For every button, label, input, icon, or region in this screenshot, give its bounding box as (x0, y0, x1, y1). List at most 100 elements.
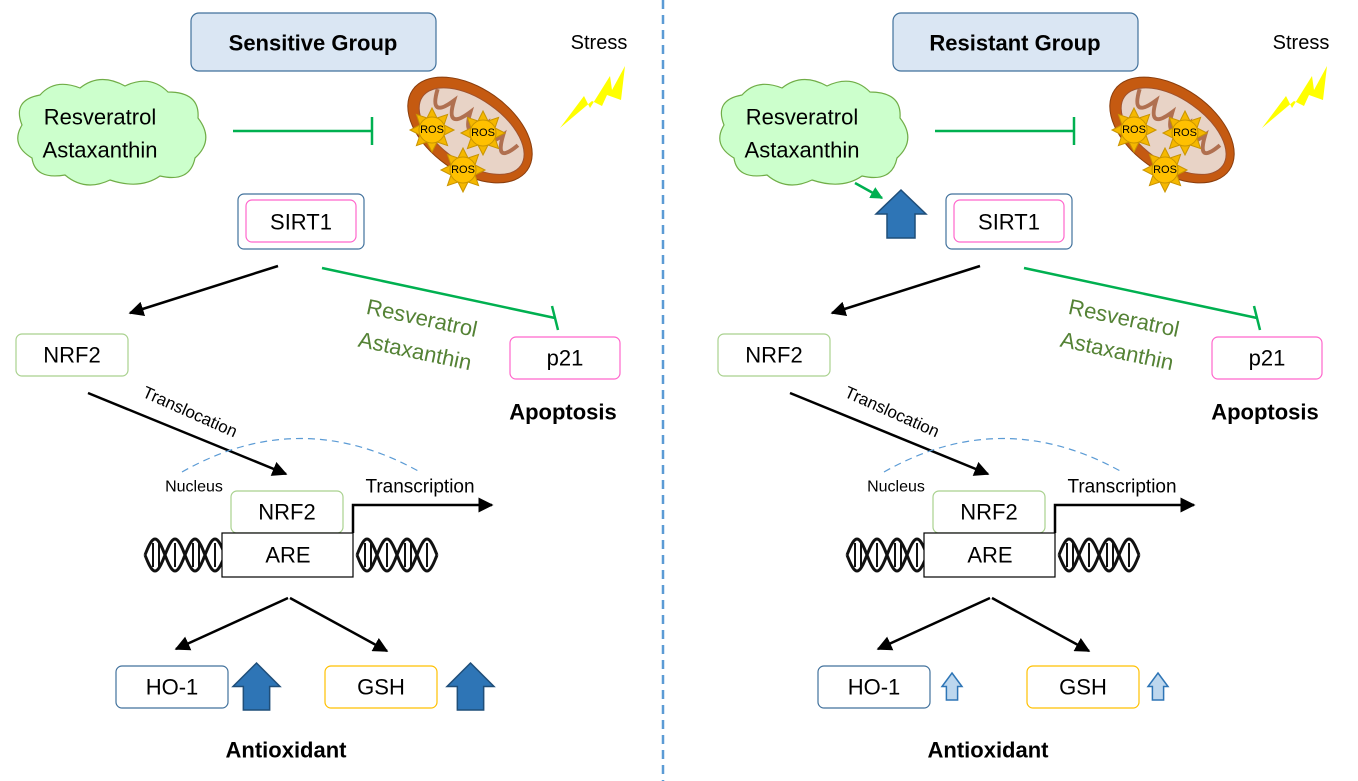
transcription-label: Transcription (1067, 477, 1176, 498)
ros-core (1171, 119, 1199, 147)
are-label: ARE (967, 543, 1012, 568)
nrf2-box (15, 333, 129, 377)
gsh-box (324, 665, 438, 709)
ho1-up-arrow-icon (940, 671, 964, 701)
are-to-ho1-arrow (174, 596, 289, 651)
resistant-group-panel: Resistant Group StressResveratrolAstaxant… (717, 12, 1330, 763)
p21-inhibition-bar (550, 305, 560, 331)
transcription-arrow (351, 497, 494, 533)
cloud-label-resveratrol: Resveratrol (44, 105, 156, 130)
gsh-up-arrow-icon (1146, 671, 1170, 701)
sirt1-up-arrow-icon (874, 188, 928, 239)
group-title: Sensitive Group (229, 31, 398, 56)
are-box (221, 532, 354, 578)
dna-helix-right-icon (355, 537, 439, 573)
lightning-bolt-icon (560, 66, 625, 128)
ros-label: ROS (451, 164, 475, 176)
ros-label: ROS (1173, 127, 1197, 139)
are-label: ARE (265, 543, 310, 568)
dna-strand (355, 537, 439, 573)
ros-core (1120, 116, 1148, 144)
ros-core (449, 156, 477, 184)
sirt1-label: SIRT1 (978, 210, 1040, 235)
stress-label: Stress (1273, 32, 1330, 54)
nucleus-membrane (883, 438, 1123, 473)
translocation-arrow (87, 391, 288, 476)
dna-helix-left-icon (845, 537, 929, 573)
nuclear-nrf2-label: NRF2 (258, 500, 315, 525)
translocation-label: Translocation (140, 383, 240, 442)
sensitive-group-panel: Sensitive Group StressResveratrolAstaxant… (15, 12, 628, 763)
ho1-box (115, 665, 229, 709)
dna-helix-right-icon (1057, 537, 1141, 573)
cloud-label-resveratrol: Resveratrol (746, 105, 858, 130)
nucleus-label: Nucleus (867, 479, 925, 496)
nuclear-nrf2-label: NRF2 (960, 500, 1017, 525)
compound-cloud (719, 78, 909, 186)
translocation-arrow (789, 391, 990, 476)
compound-cloud (17, 78, 207, 186)
transcription-arrow (1053, 497, 1196, 533)
activation-arrow (854, 181, 884, 200)
apoptosis-label: Apoptosis (1211, 400, 1319, 425)
dna-strand (845, 537, 929, 573)
cloud-label-astaxanthin: Astaxanthin (43, 138, 158, 163)
nrf2-box (717, 333, 831, 377)
p21-box (509, 336, 621, 380)
p21-inhibition-line (1023, 266, 1258, 320)
sirt1-box (953, 199, 1065, 243)
p21-label: p21 (1249, 346, 1286, 371)
gsh-label: GSH (1059, 675, 1107, 700)
group-title: Resistant Group (929, 31, 1100, 56)
ros-sun-icon: ROS (1110, 106, 1158, 154)
ros-label: ROS (420, 124, 444, 136)
ho1-box (817, 665, 931, 709)
ros-core (418, 116, 446, 144)
antioxidant-label: Antioxidant (226, 738, 348, 763)
ros-sun-icon: ROS (408, 106, 456, 154)
stress-label: Stress (571, 32, 628, 54)
ros-core (469, 119, 497, 147)
ros-label: ROS (1122, 124, 1146, 136)
nucleus-membrane (181, 438, 421, 473)
gsh-box (1026, 665, 1140, 709)
sirt1-label: SIRT1 (270, 210, 332, 235)
ros-label: ROS (1153, 164, 1177, 176)
ho1-up-arrow-icon (231, 661, 282, 711)
ros-label: ROS (471, 127, 495, 139)
lightning-bolt-icon (1262, 66, 1327, 128)
ho1-label: HO-1 (848, 675, 901, 700)
antioxidant-label: Antioxidant (928, 738, 1050, 763)
ros-core (1151, 156, 1179, 184)
cloud-label-astaxanthin: Astaxanthin (745, 138, 860, 163)
ros-sun-icon: ROS (439, 146, 487, 194)
p21-box (1211, 336, 1323, 380)
nucleus-label: Nucleus (165, 479, 223, 496)
ros-sun-icon: ROS (1141, 146, 1189, 194)
group-title-box (190, 12, 437, 72)
translocation-label: Translocation (842, 383, 942, 442)
nrf2-label: NRF2 (43, 343, 100, 368)
ros-sun-icon: ROS (459, 109, 507, 157)
sirt1-to-nrf2-arrow (128, 264, 279, 317)
are-box (923, 532, 1056, 578)
are-to-ho1-arrow (876, 596, 991, 651)
ros-sun-icon: ROS (1161, 109, 1209, 157)
gsh-up-arrow-icon (445, 661, 496, 711)
ho1-label: HO-1 (146, 675, 199, 700)
are-to-gsh-arrow (991, 596, 1091, 653)
dna-strand (143, 537, 227, 573)
are-to-gsh-arrow (289, 596, 389, 653)
p21-inhibition-bar (1252, 305, 1262, 331)
nrf2-label: NRF2 (745, 343, 802, 368)
dna-helix-left-icon (143, 537, 227, 573)
sirt1-to-nrf2-arrow (830, 264, 981, 317)
p21-inhibition-line (321, 266, 556, 320)
gsh-label: GSH (357, 675, 405, 700)
sirt1-box (245, 199, 357, 243)
group-title-box (892, 12, 1139, 72)
dna-strand (1057, 537, 1141, 573)
apoptosis-label: Apoptosis (509, 400, 617, 425)
p21-label: p21 (547, 346, 584, 371)
